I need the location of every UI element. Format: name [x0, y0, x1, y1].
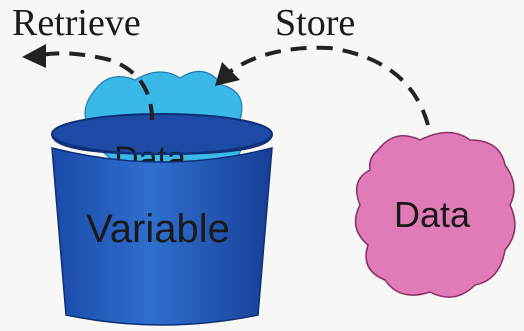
bucket-rim-inner [52, 114, 272, 154]
retrieve-label: Retrieve [12, 2, 141, 44]
bucket-rim-outline [51, 113, 273, 155]
variable-label: Variable [86, 207, 230, 251]
store-arrow [220, 45, 430, 126]
data-outside-blob [354, 131, 516, 298]
data-outside-label: Data [394, 194, 471, 235]
retrieve-arrow [39, 51, 154, 121]
retrieve-arrowhead [22, 44, 46, 68]
store-label: Store [275, 2, 356, 44]
store-arrowhead [215, 62, 240, 86]
bucket-body [51, 147, 273, 326]
